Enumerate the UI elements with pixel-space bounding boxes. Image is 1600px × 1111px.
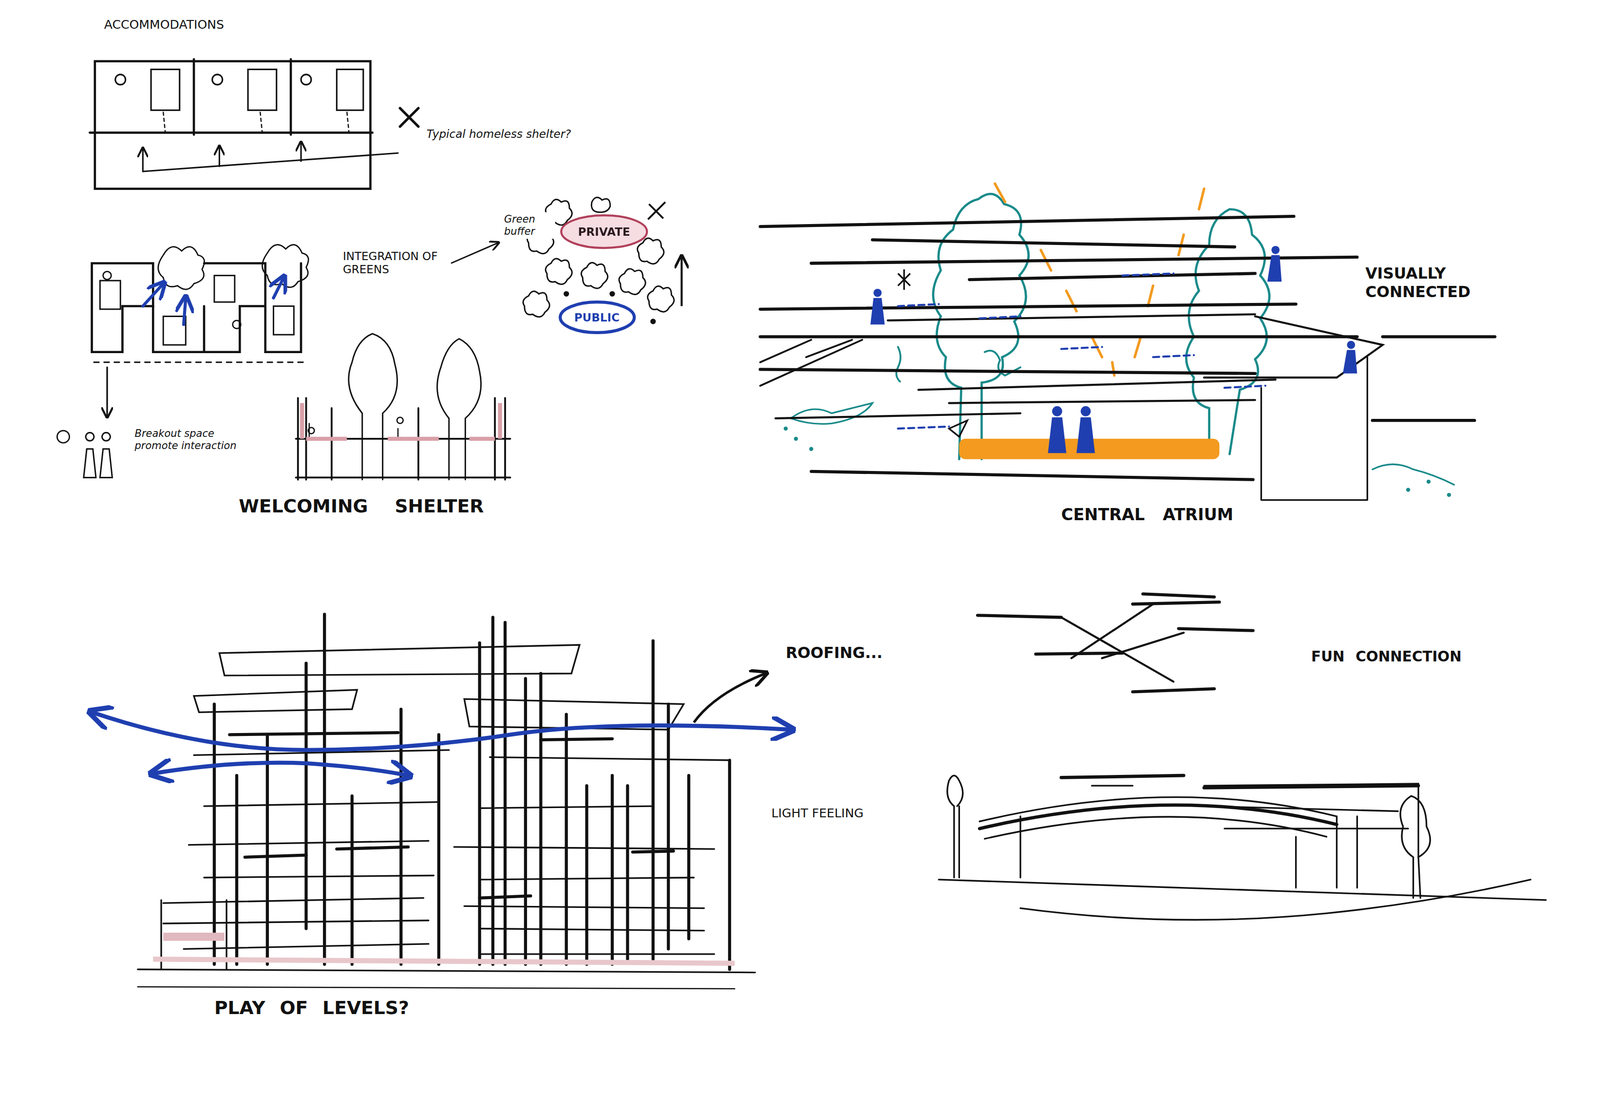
sketch-label: Typical homeless shelter?	[424, 126, 574, 143]
bubble-text: PRIVATE	[578, 225, 631, 239]
bubble-node: PRIVATE	[559, 213, 649, 250]
sketch-label: Green buffer	[502, 212, 556, 239]
sketch-label: Breakout space promote interaction	[132, 426, 258, 453]
sketch-label: ROOFING...	[783, 642, 885, 664]
bubble-text: PUBLIC	[574, 310, 620, 324]
sketch-label: FUN CONNECTION	[1309, 646, 1464, 666]
bubble-node: PUBLIC	[556, 299, 638, 336]
sketch-label: ACCOMMODATIONS	[102, 16, 227, 34]
sketch-label: WELCOMING SHELTER	[236, 493, 486, 518]
sketch-label: VISUALLY CONNECTED	[1363, 263, 1482, 303]
sketch-label: CENTRAL ATRIUM	[1059, 504, 1236, 526]
sketch-label: PLAY OF LEVELS?	[212, 996, 412, 1020]
sketch-label: INTEGRATION OF GREENS	[340, 248, 444, 278]
sketch-label: LIGHT FEELING	[769, 805, 866, 822]
